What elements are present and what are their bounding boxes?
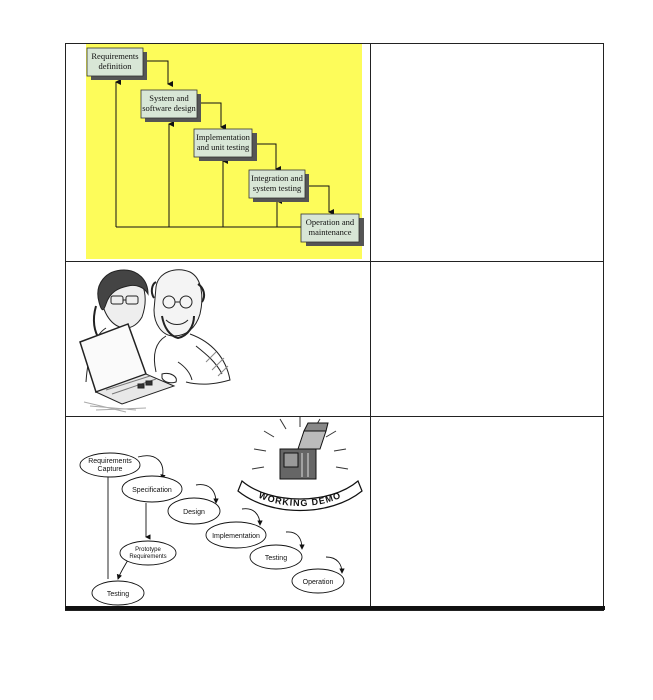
empty-cell	[370, 416, 604, 611]
stage-label: Operation and	[306, 217, 355, 227]
node-label: Requirements	[88, 458, 132, 465]
node-label: Testing	[265, 555, 287, 562]
table-row	[65, 261, 604, 417]
stage-label: Integration and	[251, 173, 303, 183]
node-label: Operation	[303, 579, 334, 586]
waterfall-diagram: Requirements definition System and softw…	[86, 44, 364, 259]
stage-label: Requirements	[91, 51, 138, 61]
node-proto-testing	[91, 580, 145, 606]
prototype-process-diagram: Requirements Capture Specification Desig…	[79, 417, 363, 606]
node-label: Testing	[107, 591, 129, 598]
table-row: Requirements definition System and softw…	[65, 43, 604, 262]
prototype-cell: Requirements Capture Specification Desig…	[65, 416, 371, 611]
empty-cell	[370, 43, 604, 262]
node-label: Prototype	[135, 547, 161, 553]
bottom-rule	[65, 606, 605, 610]
node-requirements	[79, 452, 141, 478]
stage-system-design: System and software design	[140, 89, 201, 122]
document-table: Requirements definition System and softw…	[65, 43, 604, 611]
node-label: Implementation	[212, 533, 260, 540]
stage-label: Implementation	[196, 132, 251, 142]
node-operation	[291, 568, 345, 594]
node-label: Specification	[132, 487, 172, 494]
node-implementation	[205, 521, 267, 549]
two-people-at-laptop-icon	[79, 269, 231, 413]
table-row: Requirements Capture Specification Desig…	[65, 416, 604, 611]
stage-label: and unit testing	[197, 142, 250, 152]
stage-operation: Operation and maintenance	[300, 213, 364, 246]
stage-implementation: Implementation and unit testing	[193, 128, 257, 161]
stage-label: System and	[149, 93, 189, 103]
working-demo-icon: WORKING DEMO	[237, 417, 363, 512]
node-design	[167, 497, 221, 525]
waterfall-cell: Requirements definition System and softw…	[65, 43, 371, 262]
stage-label: maintenance	[309, 227, 352, 237]
stage-integration: Integration and system testing	[248, 169, 309, 202]
node-testing	[249, 544, 303, 570]
illustration-cell	[65, 261, 371, 417]
stage-requirements: Requirements definition	[86, 47, 147, 80]
stage-label: system testing	[253, 183, 302, 193]
stage-label: software design	[142, 103, 196, 113]
stage-label: definition	[98, 61, 132, 71]
node-specification	[121, 475, 183, 503]
node-label: Design	[183, 509, 205, 516]
node-prototype	[119, 540, 177, 566]
node-label: Requirements	[129, 554, 166, 560]
empty-cell	[370, 261, 604, 417]
node-label: Capture	[98, 466, 123, 473]
